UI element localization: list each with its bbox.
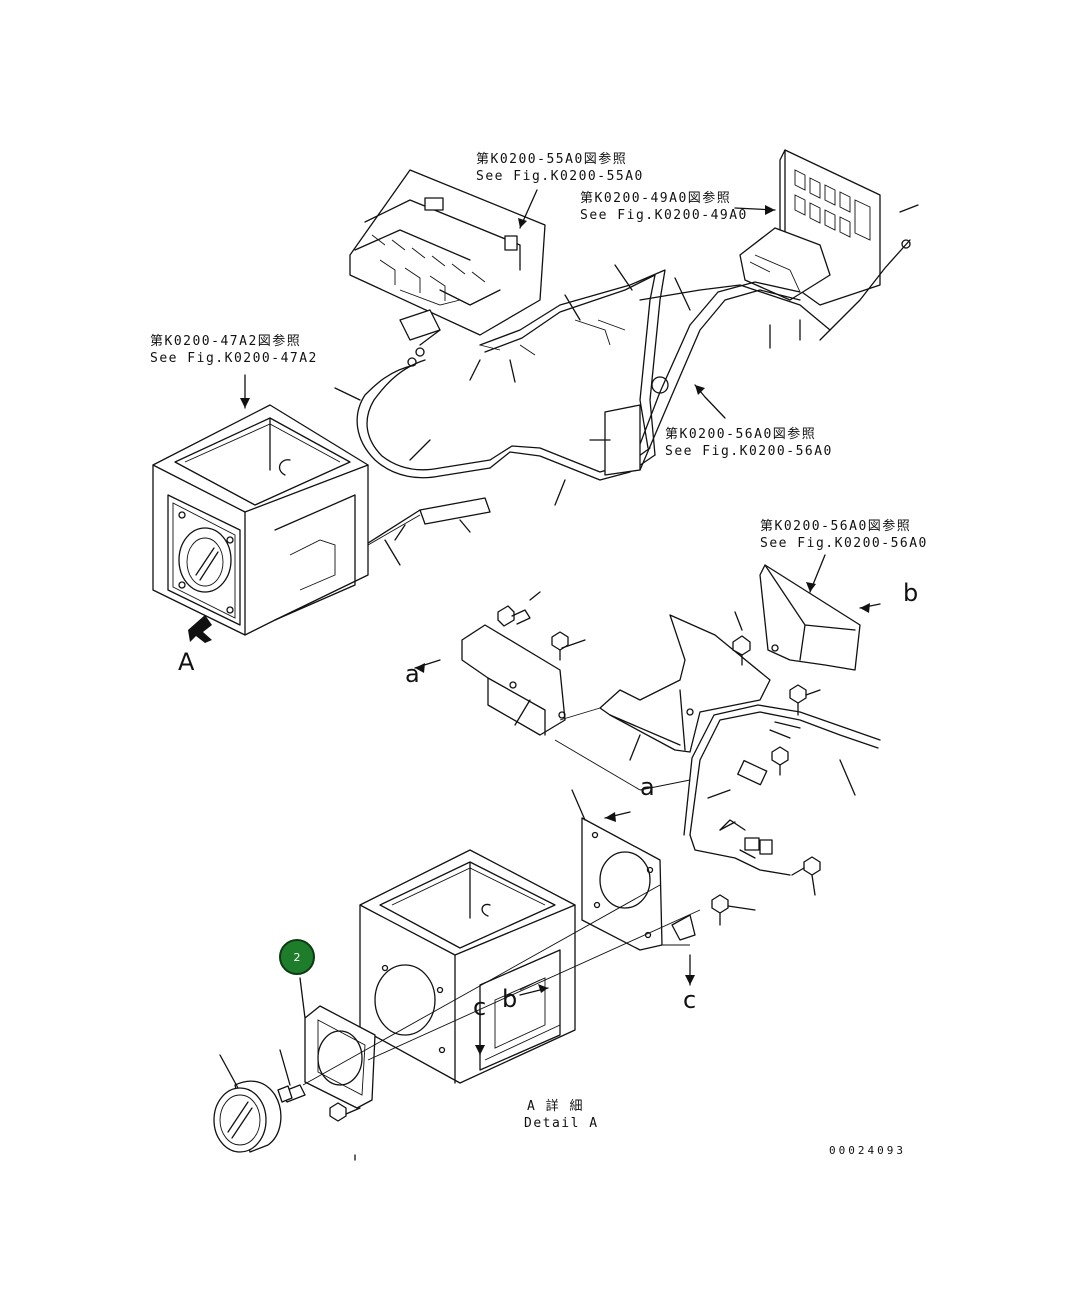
ref-fig56a-en: See Fig.K0200-56A0: [665, 444, 833, 459]
gauge: [213, 1080, 306, 1153]
view-a-arrow: [188, 615, 212, 643]
detail-a-box: [359, 849, 576, 1084]
ref-fig49-en: See Fig.K0200-49A0: [580, 208, 748, 223]
detail-caption-en: Detail A: [524, 1116, 599, 1131]
ref-fig47-en: See Fig.K0200-47A2: [150, 351, 318, 366]
ref-fig56b-en: See Fig.K0200-56A0: [760, 536, 928, 551]
controller-unit: [349, 169, 546, 336]
relay-box: [739, 149, 919, 341]
view-letter-c-box: c: [473, 993, 487, 1021]
phantom-lines: [302, 514, 701, 1086]
view-letter-a-left: a: [405, 660, 420, 688]
bolts: [329, 591, 821, 1122]
ref-fig47-jp: 第K0200-47A2図参照: [150, 334, 302, 349]
drawing-number: 00024093: [829, 1144, 906, 1157]
view-letter-b-right: b: [903, 579, 919, 607]
view-letter-c-bottom: c: [683, 986, 697, 1014]
ref-fig49-jp: 第K0200-49A0図参照: [580, 191, 732, 206]
view-arrows: [240, 205, 870, 1055]
detail-caption-jp: A 詳 細: [527, 1099, 584, 1114]
part-callout-number: 2: [293, 950, 301, 964]
upper-harness: [356, 269, 831, 546]
detail-plate: [581, 817, 696, 951]
part-callout-2[interactable]: 2: [279, 939, 315, 975]
ref-fig56a-jp: 第K0200-56A0図参照: [665, 427, 817, 442]
brackets: [461, 564, 861, 753]
ref-fig55-en: See Fig.K0200-55A0: [476, 169, 644, 184]
ref-fig56b-jp: 第K0200-56A0図参照: [760, 519, 912, 534]
upper-console-box: [152, 404, 369, 636]
gauge-mount-plate: [304, 1005, 376, 1109]
view-letter-A: A: [178, 648, 195, 676]
ref-fig55-jp: 第K0200-55A0図参照: [476, 152, 628, 167]
view-letter-b-box: b: [502, 985, 518, 1013]
lower-harness: [683, 704, 881, 876]
view-letter-a-mid: a: [640, 773, 655, 801]
